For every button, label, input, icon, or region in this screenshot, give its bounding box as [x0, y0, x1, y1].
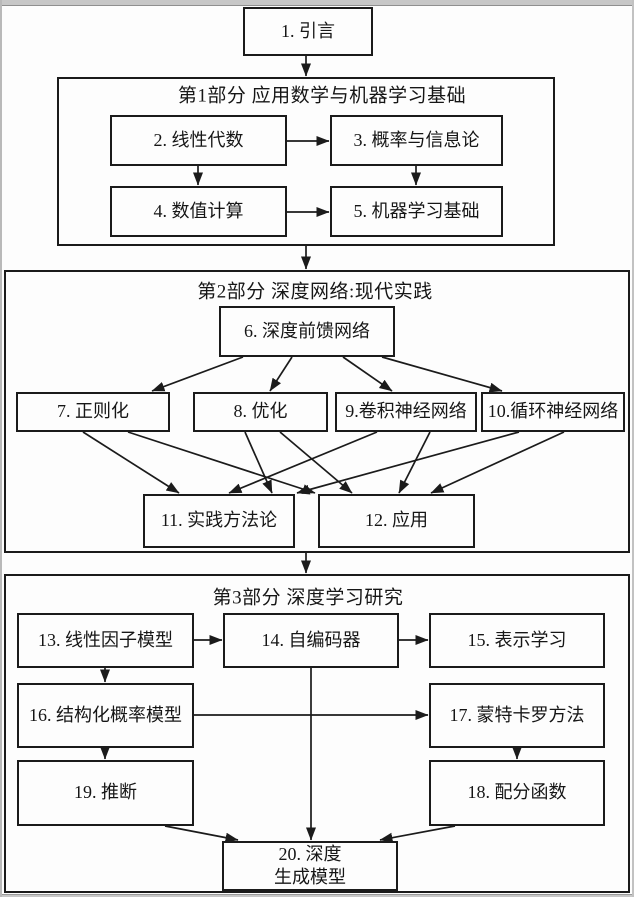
node-label: 20. 深度 生成模型: [274, 843, 346, 887]
node-1-introduction: 1. 引言: [243, 7, 373, 56]
node-7-regularization: 7. 正则化: [16, 392, 170, 432]
node-label: 1. 引言: [281, 20, 335, 41]
node-12-applications: 12. 应用: [318, 494, 475, 548]
node-15-representation-learning: 15. 表示学习: [429, 613, 605, 668]
node-label: 17. 蒙特卡罗方法: [449, 704, 585, 725]
node-label: 2. 线性代数: [153, 129, 244, 150]
node-3-probability-information-theory: 3. 概率与信息论: [330, 115, 503, 166]
page-bottom-scan-edge: [0, 894, 634, 897]
node-20-deep-generative-models: 20. 深度 生成模型: [222, 841, 398, 891]
node-label: 16. 结构化概率模型: [29, 704, 182, 725]
node-label: 7. 正则化: [57, 401, 129, 422]
node-19-inference: 19. 推断: [17, 760, 194, 826]
page-top-scan-edge: [0, 0, 634, 6]
part-container-part3: [4, 574, 630, 893]
node-label: 19. 推断: [74, 782, 137, 803]
part-title-part2: 第2部分 深度网络:现代实践: [197, 281, 433, 303]
node-17-monte-carlo-methods: 17. 蒙特卡罗方法: [429, 683, 605, 748]
node-label: 9.卷积神经网络: [345, 401, 467, 422]
node-5-machine-learning-basics: 5. 机器学习基础: [330, 186, 503, 237]
part-title-part3: 第3部分 深度学习研究: [212, 587, 404, 609]
page-right-scan-edge: [632, 0, 634, 897]
node-9-convolutional-networks: 9.卷积神经网络: [335, 392, 477, 432]
node-label: 6. 深度前馈网络: [244, 320, 370, 341]
node-14-autoencoders: 14. 自编码器: [223, 613, 399, 668]
part-container-part1: [57, 77, 555, 246]
node-label: 8. 优化: [233, 401, 288, 422]
node-label: 10.循环神经网络: [487, 401, 619, 422]
node-label: 14. 自编码器: [261, 629, 361, 650]
node-label: 12. 应用: [365, 510, 428, 531]
node-16-structured-probabilistic-models: 16. 结构化概率模型: [17, 683, 194, 748]
node-11-practical-methodology: 11. 实践方法论: [143, 494, 295, 548]
node-label: 13. 线性因子模型: [38, 629, 173, 650]
node-label: 3. 概率与信息论: [353, 129, 480, 150]
page-left-scan-edge: [0, 0, 2, 897]
node-label: 18. 配分函数: [467, 782, 567, 803]
part-title-part1: 第1部分 应用数学与机器学习基础: [177, 85, 467, 107]
node-10-recurrent-networks: 10.循环神经网络: [481, 392, 625, 432]
node-2-linear-algebra: 2. 线性代数: [110, 115, 287, 166]
node-8-optimization: 8. 优化: [193, 392, 328, 432]
part-container-part2: [4, 270, 630, 553]
node-label: 4. 数值计算: [153, 200, 244, 221]
node-label: 11. 实践方法论: [160, 510, 278, 531]
node-4-numerical-computation: 4. 数值计算: [110, 186, 287, 237]
node-label: 15. 表示学习: [467, 629, 567, 650]
node-13-linear-factor-models: 13. 线性因子模型: [17, 613, 194, 668]
node-label: 5. 机器学习基础: [353, 200, 480, 221]
node-6-deep-feedforward-networks: 6. 深度前馈网络: [219, 306, 395, 357]
node-18-partition-function: 18. 配分函数: [429, 760, 605, 826]
